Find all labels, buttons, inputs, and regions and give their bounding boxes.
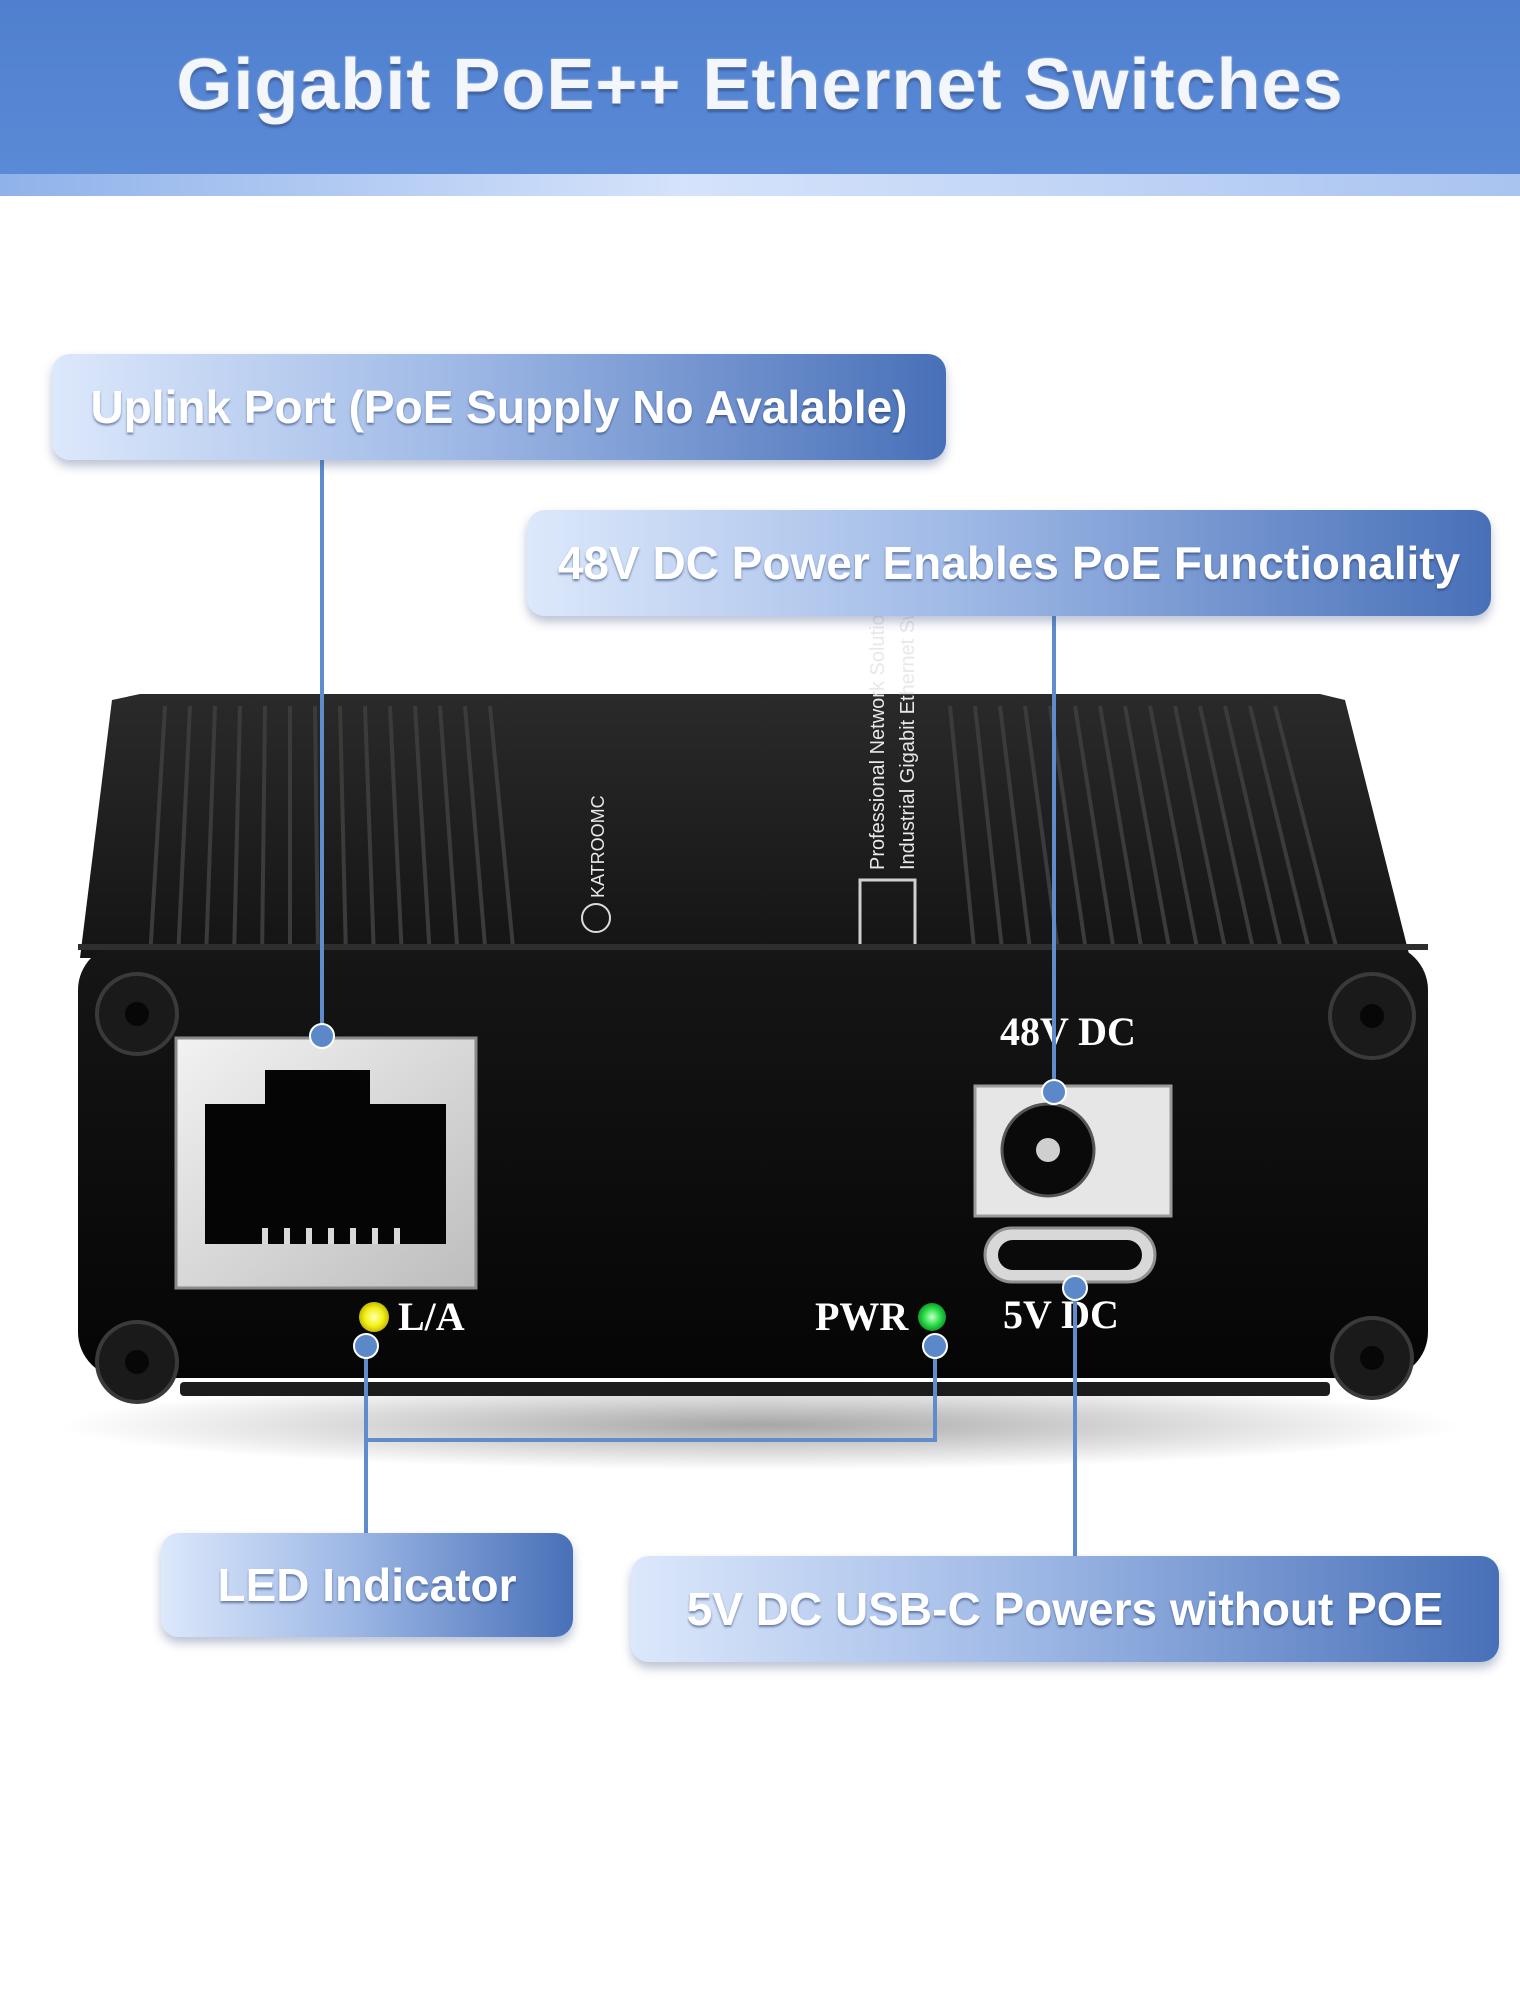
led-pwr-icon [918, 1303, 946, 1331]
label-la: L/A [398, 1294, 465, 1339]
callout-48v-power: 48V DC Power Enables PoE Functionality [527, 510, 1491, 616]
heatsink-fins-left [148, 705, 516, 959]
page-title: Gigabit PoE++ Ethernet Switches [176, 45, 1344, 125]
label-5v-dc: 5V DC [1003, 1292, 1119, 1337]
led-la-icon [359, 1302, 389, 1332]
chassis-top [80, 694, 1410, 958]
callout-usb-c-power: 5V DC USB-C Powers without POE [631, 1556, 1499, 1662]
brand-logo: KATROOMC [581, 795, 611, 933]
callout-uplink-port: Uplink Port (PoE Supply No Avalable) [52, 354, 946, 460]
rj45-port-icon [174, 1036, 478, 1290]
top-label-line-2: Industrial Gigabit Ethernet Switch [897, 574, 919, 870]
header-band [0, 174, 1520, 196]
device-shadow [60, 1380, 1460, 1470]
bottom-ridges [180, 1382, 1330, 1396]
brand-text: KATROOMC [588, 795, 608, 898]
leader-lines [320, 460, 1077, 1558]
header-bar [0, 0, 1520, 174]
label-48v-dc: 48V DC [1000, 1009, 1136, 1054]
dc-jack-icon [973, 1084, 1173, 1218]
callout-led-indicator: LED Indicator [161, 1533, 573, 1637]
leader-dots [309, 1023, 1088, 1359]
top-label: Professional Network Solutions Industria… [858, 574, 919, 952]
heatsink-fins-right [948, 705, 1341, 959]
top-label-line-1: Professional Network Solutions [867, 593, 889, 870]
usb-c-port-icon [983, 1226, 1157, 1284]
label-pwr: PWR [815, 1294, 909, 1339]
